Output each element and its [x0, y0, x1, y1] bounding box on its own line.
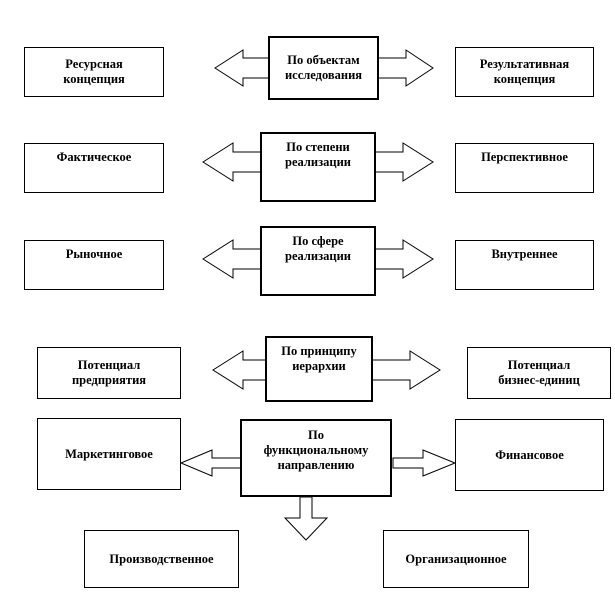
box-by-sphere-of-realization: По сфере реализации	[260, 226, 376, 296]
box-internal: Внутреннее	[455, 240, 594, 290]
box-by-functional-direction: По функциональному направлению	[240, 419, 392, 497]
arrow-down	[283, 496, 329, 541]
box-by-research-objects: По объектам исследования	[268, 36, 379, 100]
box-production: Производственное	[84, 530, 239, 588]
arrow-right-finance	[392, 449, 457, 477]
box-actual: Фактическое	[24, 143, 164, 193]
box-by-degree-of-realization: По степени реализации	[260, 132, 376, 202]
box-organizational: Организационное	[383, 530, 529, 588]
box-business-unit-potential: Потенциал бизнес-единиц	[467, 347, 611, 399]
box-marketing: Маркетинговое	[37, 418, 181, 490]
box-prospective: Перспективное	[455, 143, 594, 193]
box-market: Рыночное	[24, 240, 164, 290]
box-finance: Финансовое	[455, 419, 604, 491]
arrow-left-marketing	[179, 449, 243, 477]
box-resource-concept: Ресурсная концепция	[24, 47, 164, 97]
box-enterprise-potential: Потенциал предприятия	[37, 347, 181, 399]
box-result-concept: Результативная концепция	[455, 47, 594, 97]
box-by-hierarchy-principle: По принципу иерархии	[265, 336, 373, 402]
